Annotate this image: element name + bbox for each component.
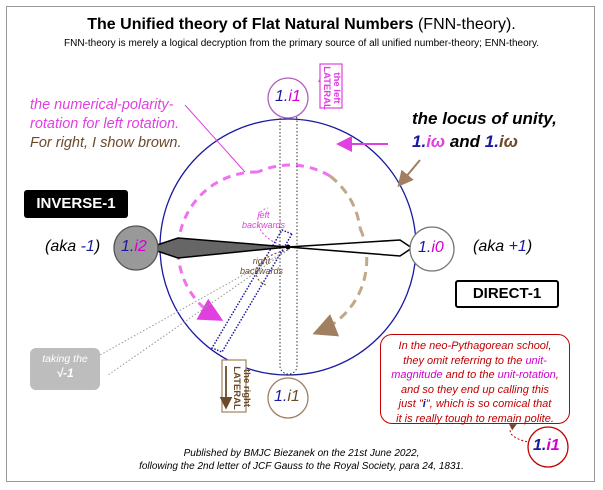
unit-circle-corner [527, 426, 569, 468]
unit-circle-bottom [267, 377, 309, 419]
aka-left: (aka -1) [45, 238, 101, 255]
page-subtitle: FNN-theory is merely a logical decryptio… [64, 38, 539, 49]
unit-label-corner: 1.i1 [533, 437, 560, 454]
aka-right: (aka +1) [473, 238, 533, 255]
unit-label-left: 1.i2 [121, 238, 147, 255]
brown-rotation-arc-top [329, 174, 362, 229]
unit-circle-right [409, 226, 455, 272]
unit-label-bottom: 1.i1 [274, 388, 300, 405]
tilted-capsule [210, 229, 294, 353]
lateral-capsule [279, 111, 298, 375]
direct-box: DIRECT-1 [455, 280, 559, 308]
figure-frame [6, 6, 595, 482]
pink-rotation-arc [176, 170, 259, 321]
polarity-note: the numerical-polarity- rotation for lef… [30, 97, 182, 151]
unit-circle-left [113, 225, 159, 271]
page-title: The Unified theory of Flat Natural Numbe… [87, 16, 516, 33]
unit-label-top: 1.i1 [275, 88, 301, 105]
locus-units: 1.iω and 1.iω [412, 132, 518, 151]
direct-needle [287, 239, 414, 257]
published-credit: Published by BMJC Biezanek on the 21st J… [139, 448, 464, 472]
taking-sqrt-box: taking the √-1 [30, 348, 100, 390]
unit-label-right: 1.i0 [418, 239, 444, 256]
neo-pythagorean-note: In the neo-Pythagorean school, they omit… [380, 334, 570, 425]
inverse-box: INVERSE-1 [24, 190, 128, 218]
pink-rotation-arc-top [257, 163, 331, 178]
locus-arrow-brown [397, 159, 421, 188]
unit-circle-top [267, 77, 309, 119]
locus-title: the locus of unity, [412, 109, 557, 128]
